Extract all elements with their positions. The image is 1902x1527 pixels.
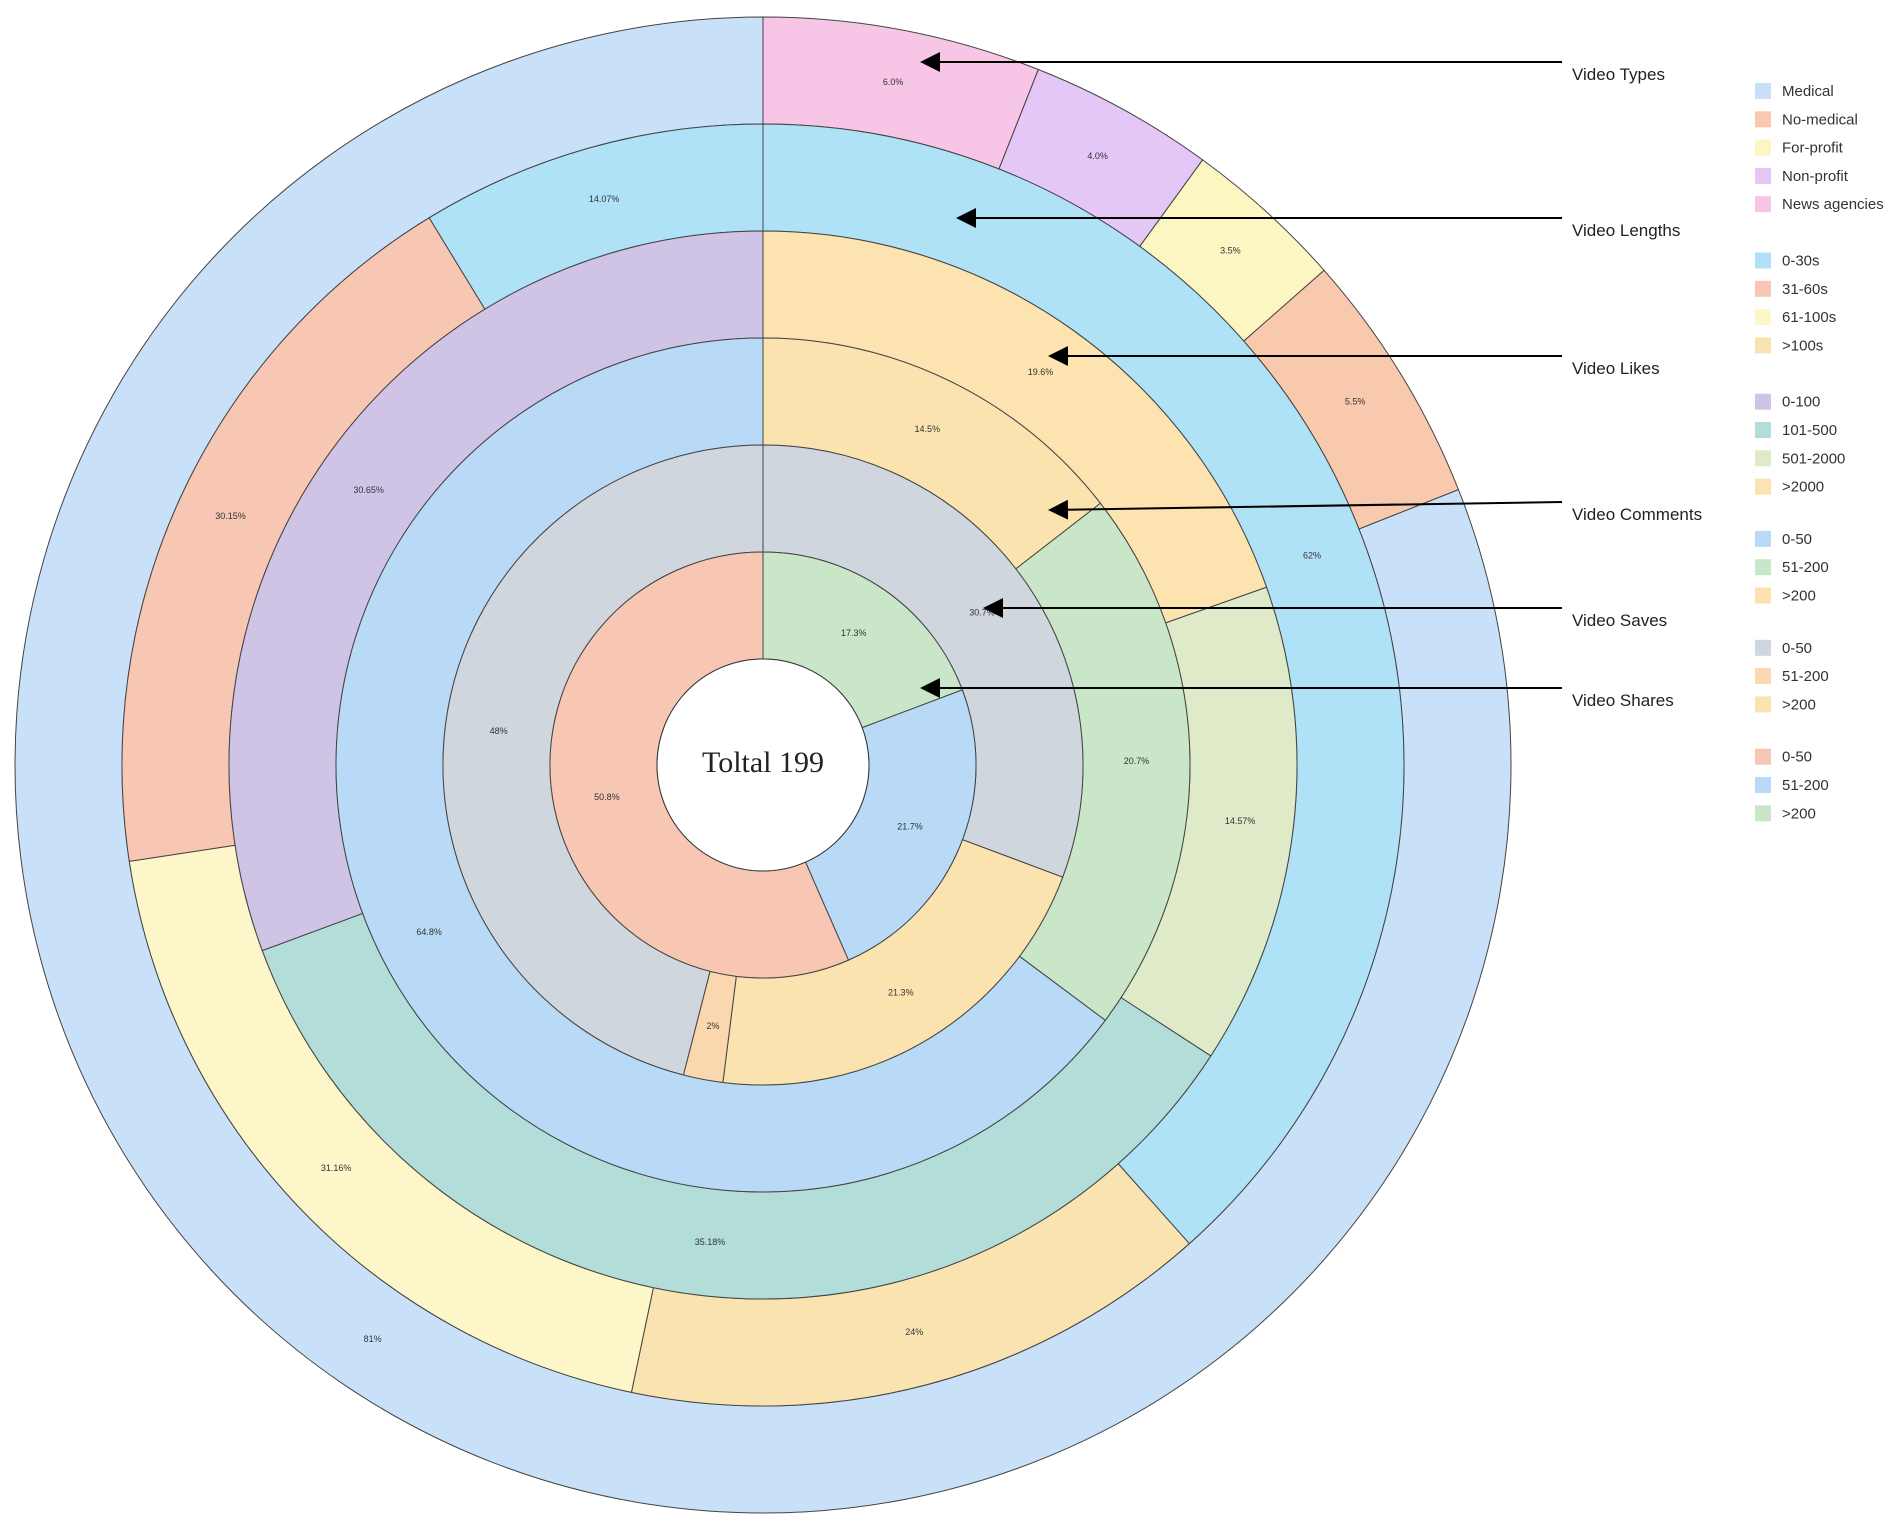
legend-label-video-lengths-2: 61-100s: [1782, 309, 1836, 326]
video-comments-value-label-1: 20.7%: [1124, 756, 1150, 766]
legend-swatch-video-saves-1: [1755, 668, 1771, 685]
video-types-value-label-4: 81%: [364, 1334, 382, 1344]
center-hole: [656, 658, 870, 872]
legend-label-video-comments-2: >200: [1782, 588, 1816, 605]
video-comments-value-label-0: 14.5%: [915, 424, 941, 434]
legend-group-video-shares: 0-50 51-200 >200: [1755, 748, 1829, 822]
center-layer: Toltal 199: [656, 658, 870, 872]
legend-swatch-video-types-3: [1755, 167, 1771, 184]
callout-label-video-saves: Video Saves: [1572, 611, 1667, 630]
ring-video-saves: [442, 444, 1084, 1086]
legend-swatch-video-comments-2: [1755, 587, 1771, 604]
video-shares-value-label-0: 17.3%: [841, 628, 867, 638]
legend-swatch-video-saves-0: [1755, 639, 1771, 656]
callout-label-video-shares: Video Shares: [1572, 691, 1674, 710]
video-shares-value-label-1: 21.7%: [897, 821, 923, 831]
legend-swatch-video-saves-2: [1755, 696, 1771, 713]
legend-label-video-saves-2: >200: [1782, 696, 1816, 713]
legend-swatch-video-types-4: [1755, 196, 1771, 213]
legend-swatch-video-comments-1: [1755, 559, 1771, 576]
legend-swatch-video-comments-0: [1755, 530, 1771, 547]
video-types-value-label-0: 6.0%: [883, 77, 904, 87]
video-types-value-label-3: 5.5%: [1345, 396, 1366, 406]
legend-swatch-video-likes-3: [1755, 478, 1771, 495]
video-lengths-value-label-2: 31.16%: [321, 1163, 352, 1173]
ring-video-types: [14, 16, 1512, 1514]
legend-label-video-comments-0: 0-50: [1782, 531, 1812, 548]
legend-swatch-video-likes-1: [1755, 422, 1771, 438]
legend-label-video-types-2: For-profit: [1782, 140, 1844, 157]
video-types-value-label-2: 3.5%: [1220, 246, 1241, 256]
legend-swatch-video-lengths-2: [1755, 309, 1771, 326]
legend-label-video-comments-1: 51-200: [1782, 559, 1829, 576]
video-saves-value-label-0: 30.7%: [969, 608, 995, 618]
legend-group-video-types: MedicalNo-medicalFor-profitNon-profitNew…: [1755, 83, 1884, 213]
legend-label-video-likes-2: 501-2000: [1782, 450, 1845, 467]
video-saves-value-label-2: 2%: [707, 1021, 720, 1031]
callout-label-video-comments: Video Comments: [1572, 505, 1702, 524]
legend-label-video-saves-1: 51-200: [1782, 668, 1829, 685]
legend-label-video-types-4: News agencies: [1782, 196, 1884, 213]
segment-labels: 6.0% 4.0% 3.5% 5.5% 81% 62% 24% 31.16% 30.15% 14.…: [215, 77, 1365, 1344]
callout-arrow-video-comments: [1048, 499, 1563, 520]
video-lengths-value-label-3: 30.15%: [215, 511, 246, 521]
legend-swatch-video-shares-2: [1755, 805, 1771, 822]
video-likes-value-label-3: 30.65%: [353, 485, 384, 495]
video-shares-value-label-2: 50.8%: [594, 792, 620, 802]
video-likes-value-label-2: 35.18%: [695, 1237, 726, 1247]
video-saves-value-label-3: 48%: [490, 726, 508, 736]
legend-swatch-video-types-0: [1755, 83, 1771, 99]
legend-label-video-likes-0: 0-100: [1782, 394, 1820, 411]
legend-label-video-lengths-0: 0-30s: [1782, 253, 1820, 270]
legend-swatch-video-likes-2: [1755, 450, 1771, 467]
ring-video-shares: [549, 551, 977, 979]
legend-label-video-shares-2: >200: [1782, 805, 1816, 822]
video-lengths-value-label-1: 24%: [905, 1327, 923, 1337]
legend-label-video-likes-3: >2000: [1782, 479, 1824, 496]
legend-swatch-video-types-1: [1755, 111, 1771, 128]
legend-label-video-likes-1: 101-500: [1782, 422, 1837, 439]
legend-swatch-video-shares-0: [1755, 748, 1771, 765]
legend-group-video-likes: 0-100 101-500 501-2000 >2000: [1755, 393, 1845, 496]
legend-swatch-video-lengths-1: [1755, 280, 1771, 297]
legend-label-video-lengths-3: >100s: [1782, 337, 1823, 354]
video-types-value-label-1: 4.0%: [1087, 151, 1108, 161]
legend-group-video-saves: 0-50 51-200 >200: [1755, 639, 1829, 713]
video-saves-value-label-1: 21.3%: [888, 987, 914, 997]
video-lengths-value-label-4: 14.07%: [589, 194, 620, 204]
legend-swatch-video-likes-0: [1755, 393, 1771, 410]
video-comments-value-label-2: 64.8%: [416, 927, 442, 937]
legend-swatch-video-types-2: [1755, 139, 1771, 156]
video-likes-value-label-1: 14.57%: [1225, 816, 1256, 826]
legend-label-video-lengths-1: 31-60s: [1782, 281, 1828, 298]
callout-label-video-likes: Video Likes: [1572, 359, 1660, 378]
legend-label-video-types-3: Non-profit: [1782, 168, 1849, 185]
legend: MedicalNo-medicalFor-profitNon-profitNew…: [1755, 83, 1884, 822]
rings-layer: [14, 16, 1512, 1514]
legend-group-video-lengths: 0-30s 31-60s 61-100s >100s: [1755, 252, 1836, 354]
legend-label-video-types-0: Medical: [1782, 83, 1834, 100]
legend-label-video-shares-0: 0-50: [1782, 749, 1812, 766]
video-likes-value-label-0: 19.6%: [1028, 367, 1054, 377]
callout-label-video-lengths: Video Lengths: [1572, 221, 1680, 240]
callout-label-video-types: Video Types: [1572, 65, 1665, 84]
legend-swatch-video-lengths-0: [1755, 252, 1771, 269]
legend-group-video-comments: 0-50 51-200 >200: [1755, 530, 1829, 605]
video-lengths-value-label-0: 62%: [1303, 550, 1321, 560]
legend-label-video-types-1: No-medical: [1782, 111, 1858, 128]
center-total-label: Toltal 199: [702, 746, 824, 779]
legend-label-video-saves-0: 0-50: [1782, 640, 1812, 657]
ring-video-likes: [228, 230, 1298, 1300]
legend-label-video-shares-1: 51-200: [1782, 777, 1829, 794]
legend-swatch-video-lengths-3: [1755, 337, 1771, 354]
legend-swatch-video-shares-1: [1755, 777, 1771, 793]
